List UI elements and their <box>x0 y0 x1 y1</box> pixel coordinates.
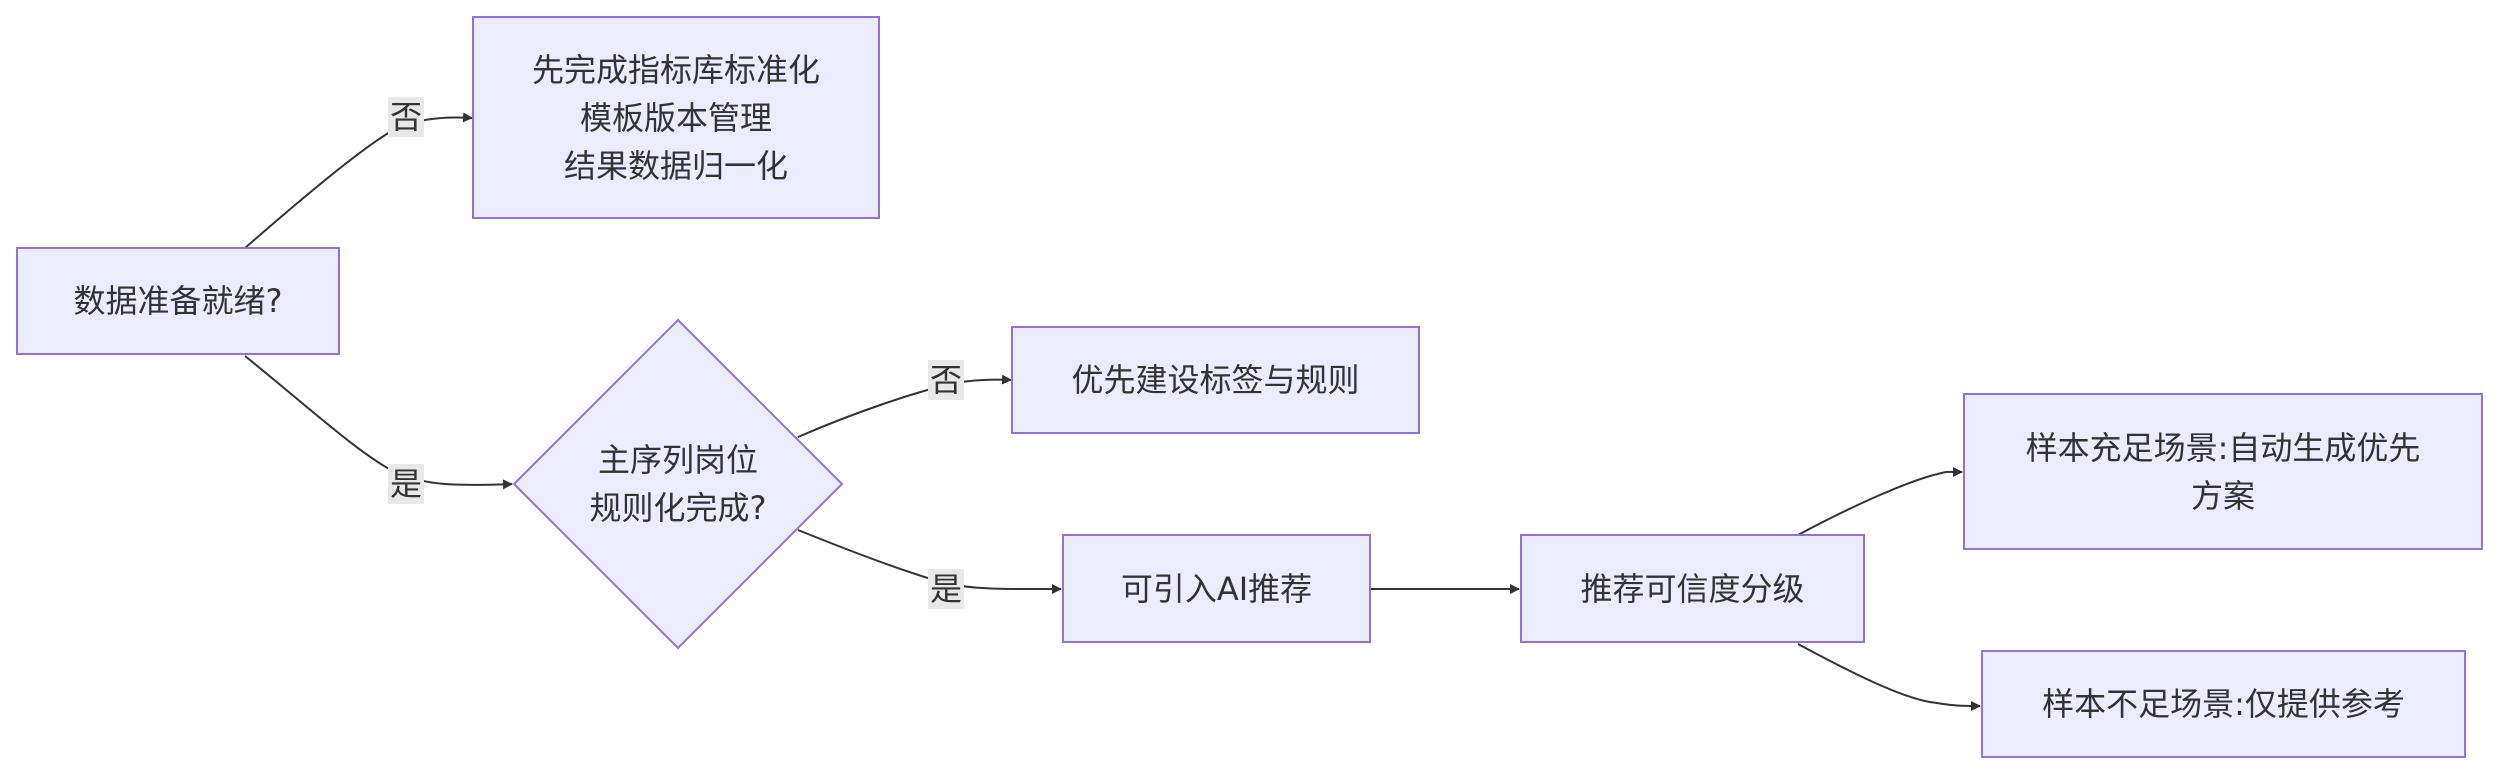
node-standardize-first-line-3: 结果数据归一化 <box>563 146 788 185</box>
node-standardize-first: 先完成指标库标准化 模板版本管理 结果数据归一化 <box>472 16 880 219</box>
decision-diamond-shape <box>512 318 844 650</box>
edge-label-main-sequence-no: 否 <box>927 360 965 400</box>
node-ai-recommend-line-1: 可引入AI推荐 <box>1120 569 1313 608</box>
edge-data-ready-to-standardize <box>244 112 473 249</box>
node-build-tags-rules: 优先建设标签与规则 <box>1011 326 1420 434</box>
node-insufficient-samples: 样本不足场景:仅提供参考 <box>1981 650 2466 758</box>
node-main-sequence-decision-line-1: 主序列岗位 <box>597 441 758 479</box>
node-sufficient-samples-line-2: 方案 <box>2190 476 2255 515</box>
node-build-tags-rules-line-1: 优先建设标签与规则 <box>1071 361 1360 399</box>
node-sufficient-samples: 样本充足场景:自动生成优先 方案 <box>1963 393 2483 550</box>
edge-label-data-ready-no: 否 <box>387 97 425 137</box>
node-confidence-grading: 推荐可信度分级 <box>1520 534 1865 643</box>
node-sufficient-samples-line-1: 样本充足场景:自动生成优先 <box>2025 428 2421 467</box>
node-standardize-first-line-2: 模板版本管理 <box>579 98 772 137</box>
node-standardize-first-line-1: 先完成指标库标准化 <box>531 50 820 89</box>
node-ai-recommend: 可引入AI推荐 <box>1062 534 1371 643</box>
node-main-sequence-decision: 主序列岗位 规则化完成? <box>538 424 818 544</box>
edge-confidence-to-insufficient <box>1797 643 1981 711</box>
node-confidence-grading-line-1: 推荐可信度分级 <box>1580 569 1805 608</box>
edge-data-ready-to-decision <box>244 355 513 490</box>
edge-confidence-to-sufficient <box>1797 466 1963 536</box>
edge-label-data-ready-yes: 是 <box>387 464 425 504</box>
node-data-ready: 数据准备就绪? <box>16 247 340 355</box>
edge-label-main-sequence-yes: 是 <box>927 569 965 609</box>
node-insufficient-samples-line-1: 样本不足场景:仅提供参考 <box>2042 685 2405 723</box>
node-data-ready-line-1: 数据准备就绪? <box>73 282 283 320</box>
edge-decision-to-build-rules <box>797 374 1012 438</box>
node-main-sequence-decision-line-2: 规则化完成? <box>589 489 767 527</box>
